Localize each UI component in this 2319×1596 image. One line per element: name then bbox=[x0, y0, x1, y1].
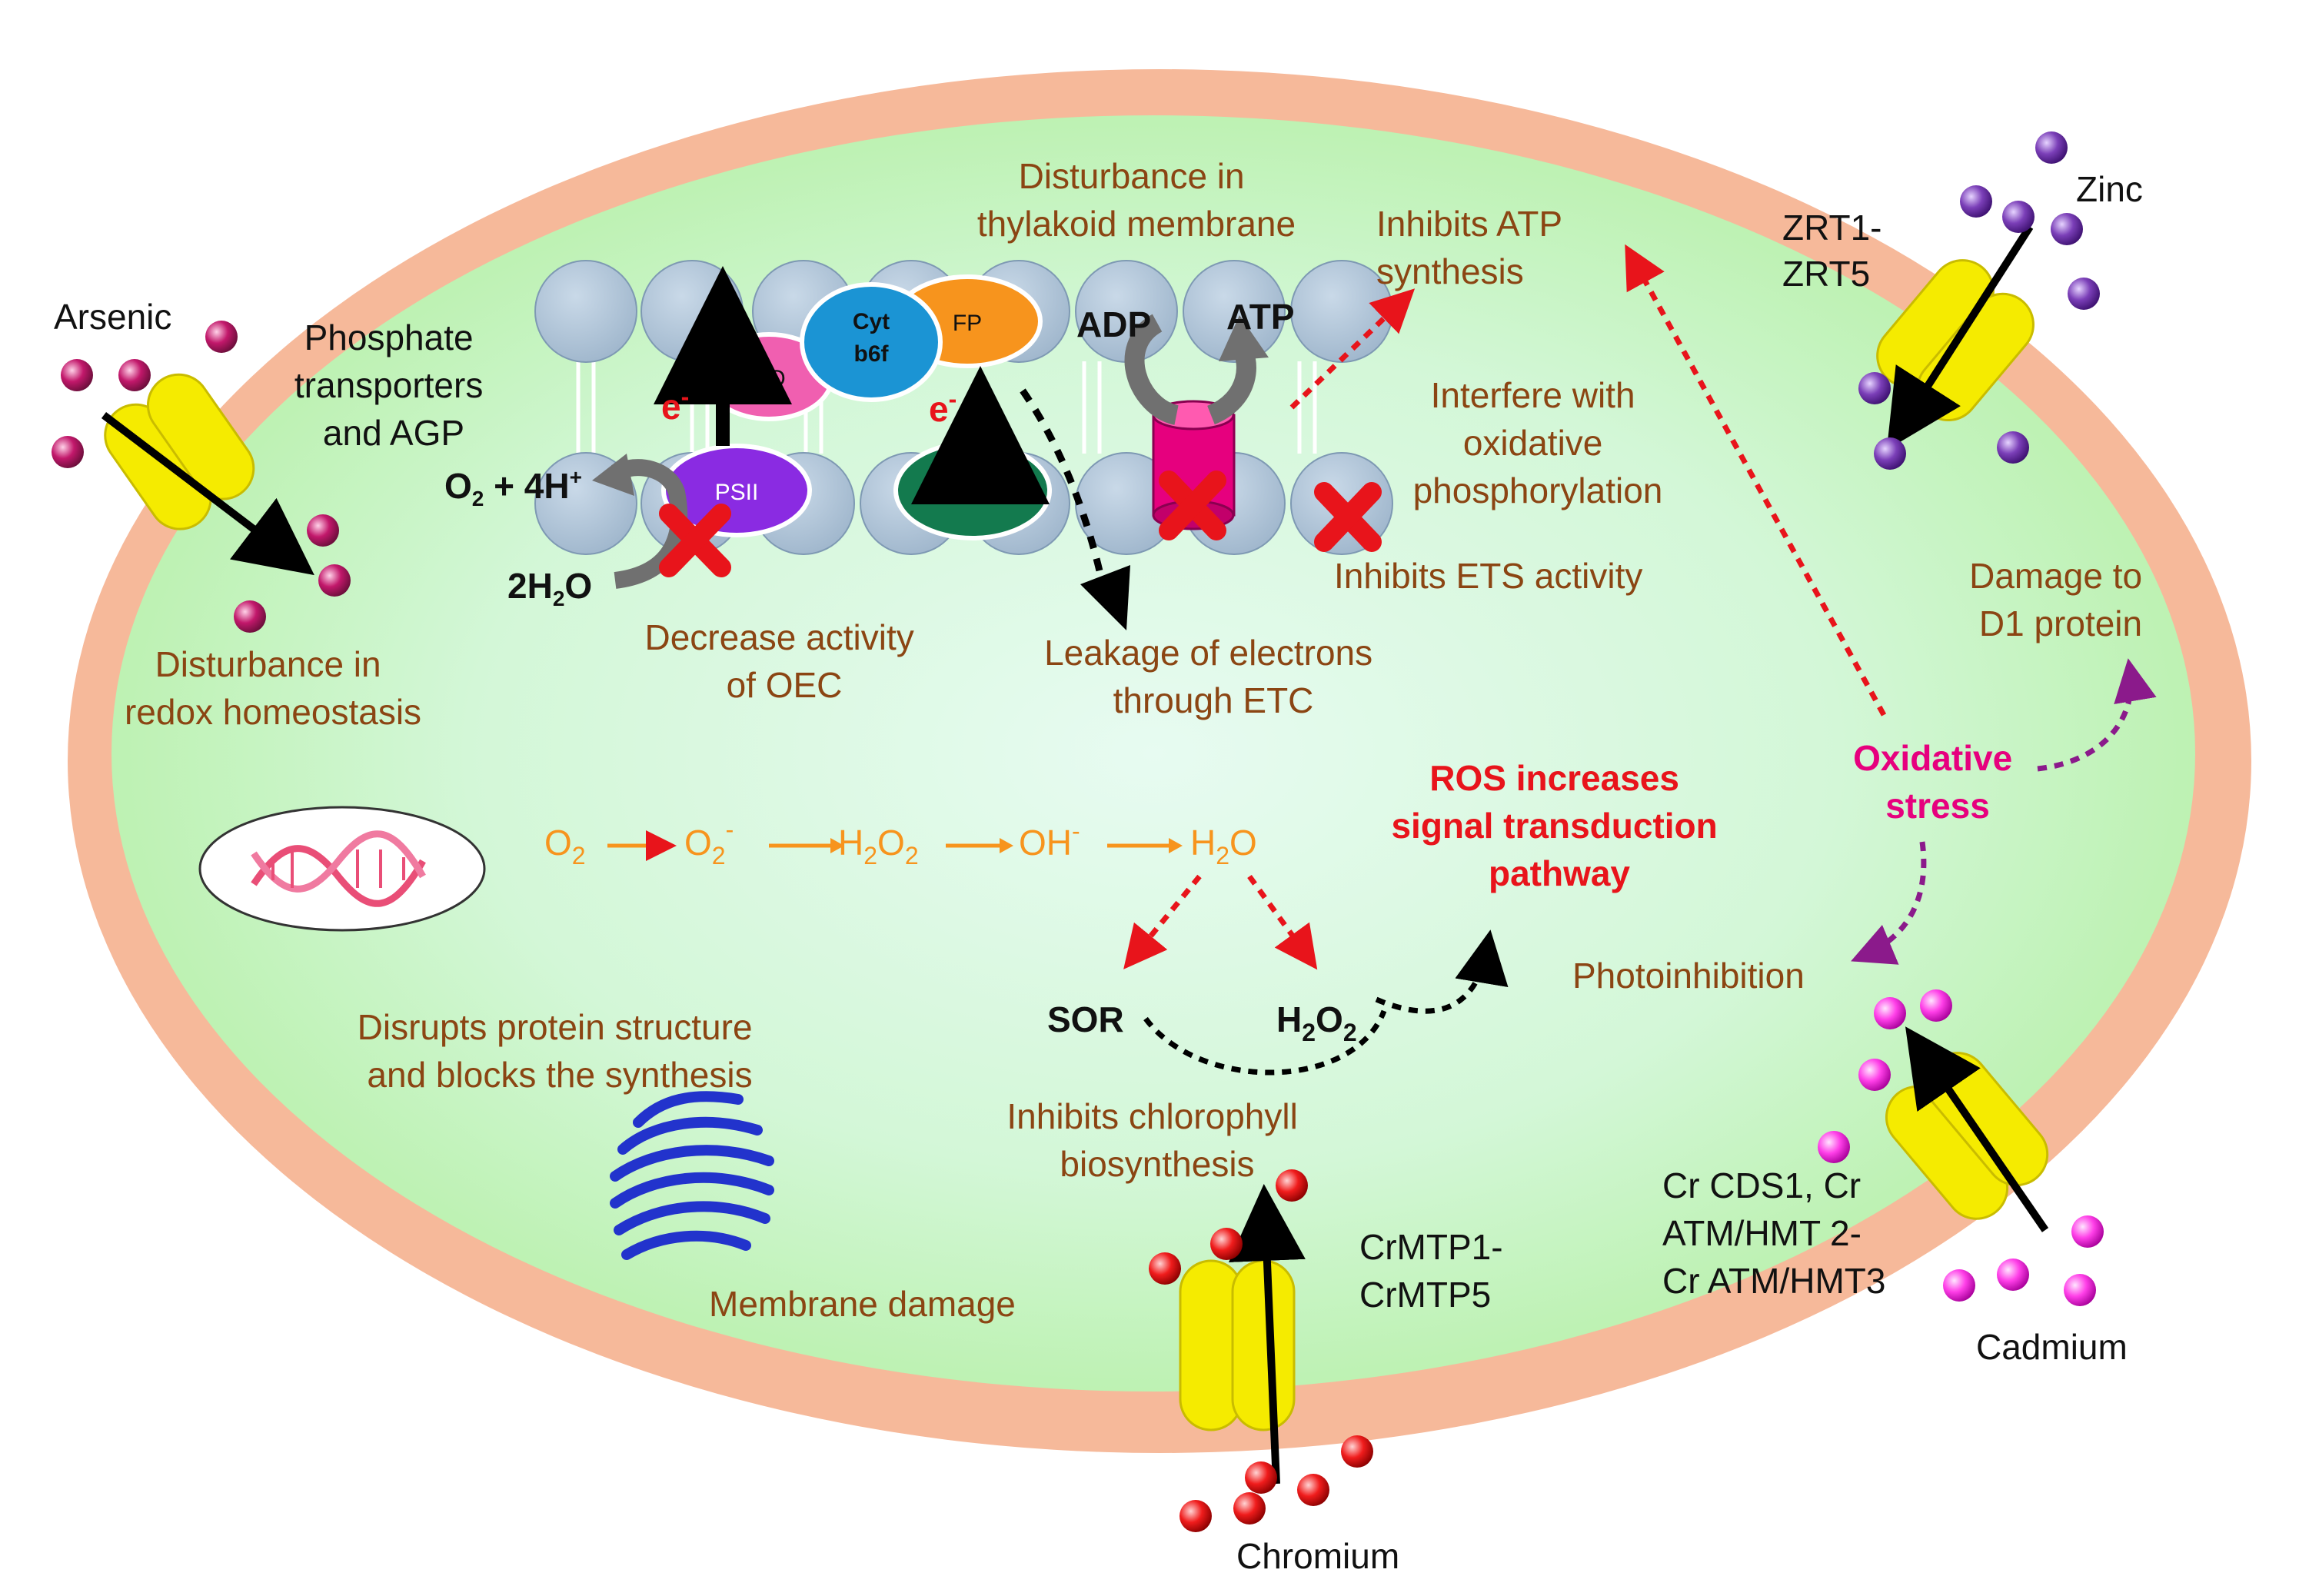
cadmium-ions bbox=[1818, 989, 2104, 1306]
electron-leakage-arrowhead bbox=[1080, 565, 1130, 630]
cross-mark-icon bbox=[1159, 470, 1226, 540]
chromium-transporter bbox=[1179, 1259, 1296, 1431]
electron-leakage-label: Leakage of electrons through ETC bbox=[1044, 633, 1382, 720]
cyt-b6f-complex: Cyt b6f bbox=[800, 282, 943, 402]
oxidative-to-photoinhibition-arrow bbox=[1851, 841, 1927, 965]
electron-label-1: e- bbox=[661, 383, 689, 427]
psi-complex: PSI bbox=[893, 441, 1052, 540]
cadmium-transporter-label: Cr CDS1, Cr ATM/HMT 2- Cr ATM/HMT3 bbox=[1662, 1165, 1885, 1301]
cyt-label-2: b6f bbox=[854, 341, 890, 367]
psi-label: PSI bbox=[954, 480, 991, 505]
ros-chain-o2: O2 bbox=[544, 823, 586, 869]
d1-protein-label: Damage to D1 protein bbox=[1969, 556, 2152, 643]
zinc-label: Zinc bbox=[2076, 169, 2143, 209]
endoplasmic-reticulum-icon bbox=[610, 1091, 774, 1260]
dna-icon bbox=[198, 806, 486, 932]
ros-chain-o2-minus: O2- bbox=[684, 816, 734, 869]
pq-label: PQ bbox=[752, 366, 785, 391]
redox-homeostasis-label: Disturbance in redox homeostasis bbox=[125, 644, 421, 732]
oxidative-stress-label: Oxidative stress bbox=[1853, 738, 2022, 826]
cytoplasm bbox=[111, 115, 2195, 1392]
h2o2-to-ros-arrow bbox=[1375, 929, 1509, 1014]
chromium-label: Chromium bbox=[1236, 1536, 1399, 1576]
water-label: 2H2O bbox=[507, 566, 592, 610]
h2o2-label: H2O2 bbox=[1276, 999, 1357, 1046]
ros-signal-label: ROS increases signal transduction pathwa… bbox=[1391, 758, 1727, 893]
electron-leakage-arrow bbox=[1020, 388, 1111, 608]
cadmium-label: Cadmium bbox=[1976, 1327, 2128, 1367]
fp-label: FP bbox=[953, 311, 982, 336]
oxidative-phosphorylation-label: Interfere with oxidative phosphorylation bbox=[1413, 375, 1663, 510]
psii-complex: PSII bbox=[661, 444, 812, 537]
chlorophyll-label: Inhibits chlorophyll biosynthesis bbox=[1006, 1096, 1307, 1184]
sor-label: SOR bbox=[1047, 999, 1124, 1039]
photoinhibition-label: Photoinhibition bbox=[1572, 956, 1805, 996]
chromium-ions bbox=[1149, 1169, 1373, 1532]
thylakoid-disturbance-label: Disturbance in thylakoid membrane bbox=[977, 156, 1296, 244]
h2o-to-sor-arrow bbox=[1123, 874, 1202, 969]
protein-structure-label: Disrupts protein structure and blocks th… bbox=[358, 1007, 763, 1095]
water-splitting-arrow bbox=[611, 459, 688, 589]
zinc-transporter-label: ZRT1- ZRT5 bbox=[1782, 208, 1891, 294]
zinc-uptake-arrow bbox=[1886, 224, 2034, 451]
ros-chain-h2o: H2O bbox=[1190, 823, 1257, 869]
h2o-to-h2o2-arrow bbox=[1247, 874, 1318, 970]
electron-label-2: e- bbox=[929, 385, 957, 429]
cross-mark-icon bbox=[659, 504, 731, 577]
ros-chain-oh: OH- bbox=[1019, 817, 1080, 863]
oxidative-to-atp-arrow bbox=[1625, 244, 1887, 717]
membrane-damage-label: Membrane damage bbox=[709, 1284, 1016, 1324]
atp-synthesis-label: Inhibits ATP synthesis bbox=[1376, 204, 1572, 291]
arsenic-ions bbox=[52, 321, 351, 633]
chromium-uptake-arrow bbox=[1228, 1184, 1306, 1485]
ros-chain: O2 O2- H2O2 OH- H2O bbox=[544, 816, 1257, 869]
oec-activity-label: Decrease activity of OEC bbox=[644, 617, 923, 705]
arsenic-label: Arsenic bbox=[54, 297, 171, 337]
adp-label: ADP bbox=[1076, 304, 1151, 344]
chromium-transporter-label: CrMTP1- CrMTP5 bbox=[1359, 1227, 1512, 1315]
sor-to-h2o2-arrow bbox=[1143, 1009, 1387, 1076]
atp-label: ATP bbox=[1226, 297, 1295, 337]
psii-label: PSII bbox=[715, 480, 759, 505]
oxidative-to-d1-arrow bbox=[2037, 658, 2157, 772]
zinc-ions bbox=[1858, 131, 2100, 470]
cyt-label-1: Cyt bbox=[853, 309, 890, 334]
oxygen-label: O2 + 4H+ bbox=[444, 465, 582, 510]
cadmium-efflux-arrow bbox=[1905, 1026, 2049, 1232]
cross-mark-icon bbox=[1314, 482, 1382, 552]
ros-chain-h2o2: H2O2 bbox=[838, 823, 919, 869]
water-splitting-arrowhead bbox=[592, 454, 634, 496]
ets-activity-label: Inhibits ETS activity bbox=[1334, 556, 1642, 596]
arsenic-transporter-label: Phosphate transporters and AGP bbox=[294, 318, 493, 453]
arsenic-uptake-arrow bbox=[101, 412, 314, 576]
